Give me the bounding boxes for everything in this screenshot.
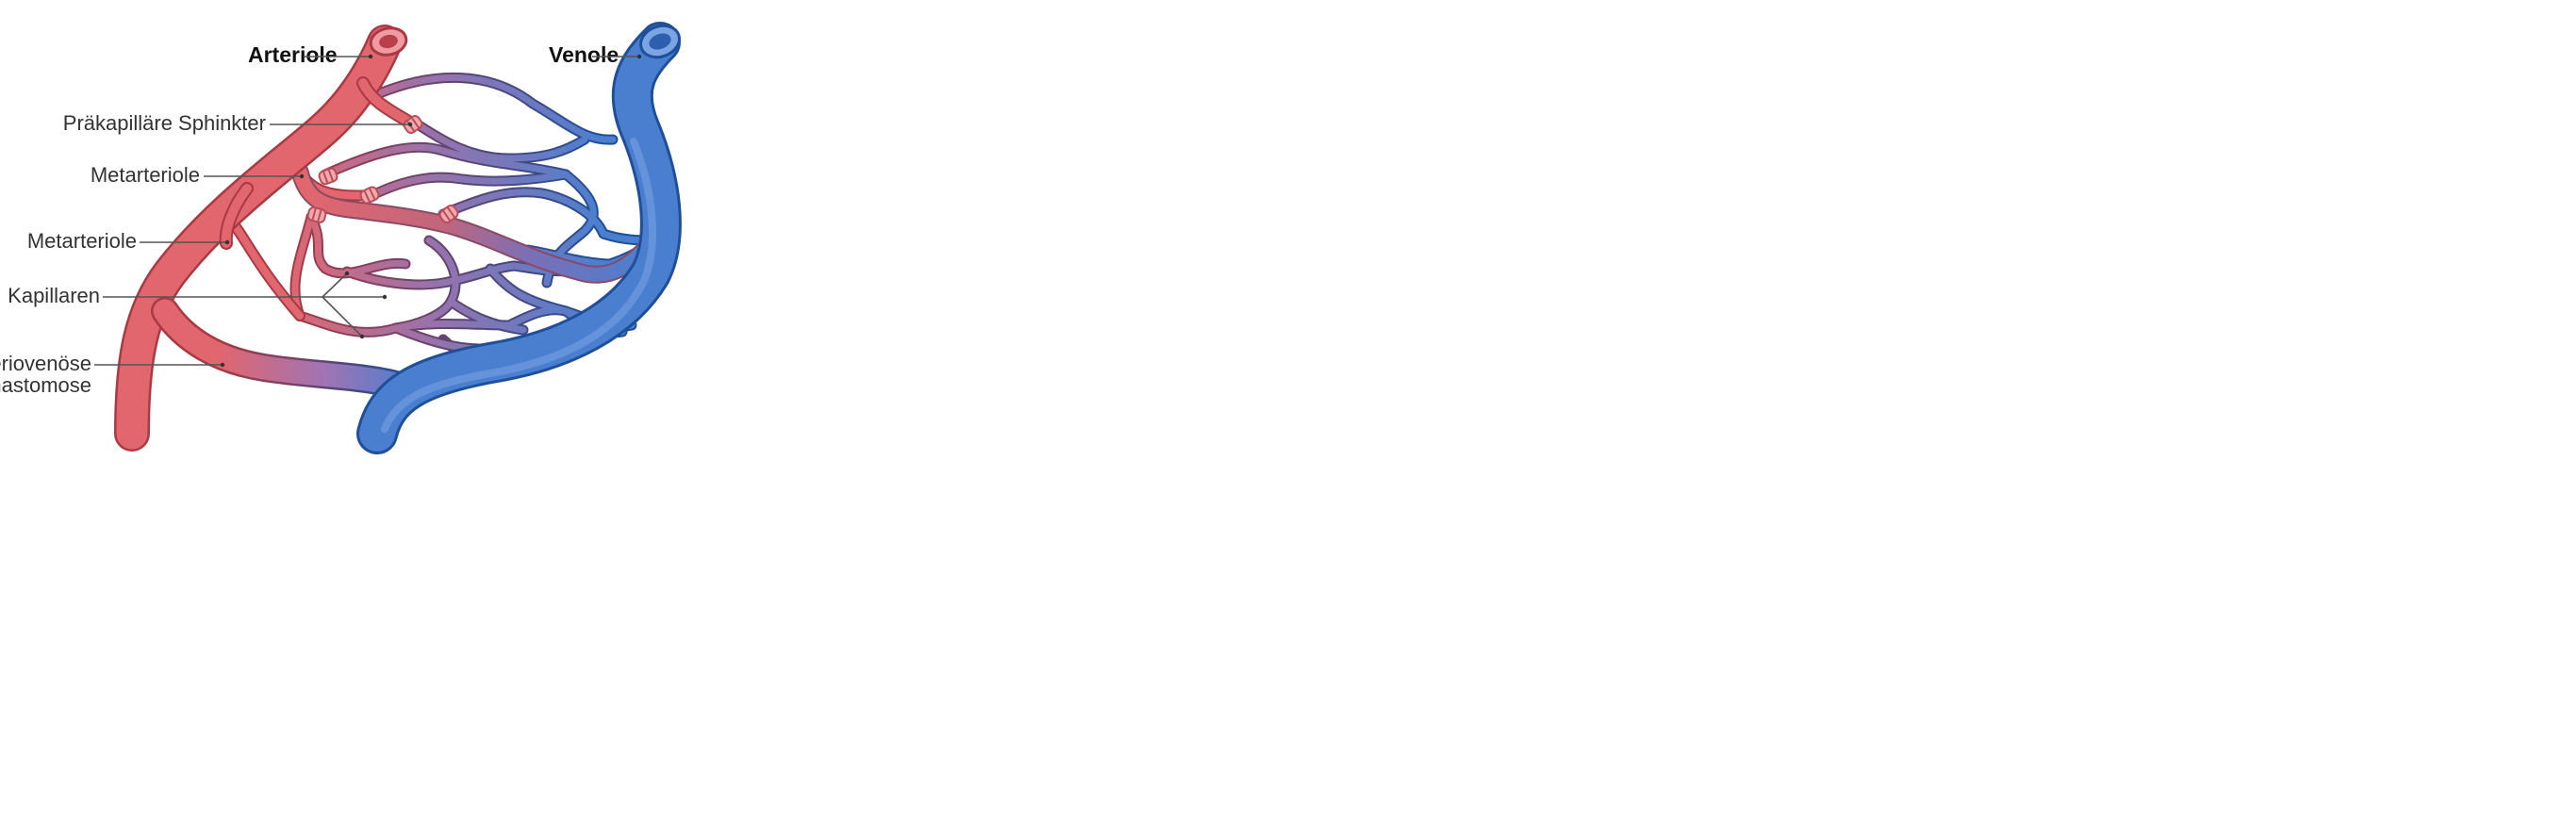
label-sphincter: Präkapilläre Sphinkter: [63, 111, 266, 135]
metarteriole-channel: [290, 162, 660, 284]
label-anastomose-line2: Anastomose: [0, 373, 91, 397]
sphincter-ring: [403, 115, 423, 134]
sphincter-ring: [359, 186, 380, 205]
arteriole-vessel: [114, 25, 420, 452]
sphincter-ring: [318, 167, 339, 186]
annotations: Arteriole Venole Präkapilläre Sphinkter …: [0, 42, 642, 397]
label-metarteriole-lower: Metarteriole: [27, 229, 137, 253]
label-arteriole: Arteriole: [248, 42, 338, 67]
label-venole: Venole: [549, 42, 619, 67]
sphincter-ring: [438, 205, 459, 223]
sphincter-ring: [306, 206, 327, 223]
label-metarteriole-upper: Metarteriole: [91, 163, 200, 187]
arteriovenous-anastomosis: [151, 297, 410, 399]
label-kapillaren: Kapillaren: [8, 284, 100, 307]
precapillary-sphincters: [306, 115, 459, 223]
venole-vessel: [356, 22, 682, 454]
label-anastomose-line1: Arteriovenöse: [0, 352, 91, 375]
